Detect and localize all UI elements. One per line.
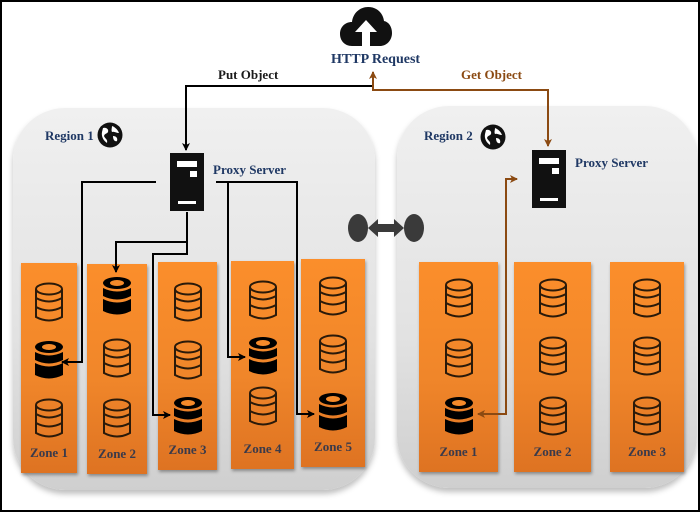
globe-icon — [97, 122, 123, 148]
zone-label: Zone 3 — [168, 442, 207, 457]
database-filled-icon — [319, 393, 347, 431]
zone-label: Zone 4 — [243, 441, 282, 456]
globe-icon — [480, 124, 506, 150]
zone-label: Zone 2 — [98, 446, 136, 461]
cloud-upload-icon — [340, 7, 392, 50]
zone-label: Zone 5 — [314, 439, 352, 454]
zone-label: Zone 1 — [439, 444, 478, 459]
database-icon — [633, 396, 661, 436]
database-filled-icon — [35, 341, 63, 379]
database-icon — [103, 338, 131, 378]
database-filled-icon — [173, 397, 202, 435]
database-filled-icon — [444, 397, 473, 435]
database-icon — [319, 334, 347, 374]
database-icon — [173, 282, 202, 322]
zone-label: Zone 2 — [533, 444, 572, 459]
database-filled-icon — [248, 337, 277, 375]
database-icon — [538, 336, 567, 376]
database-icon — [538, 278, 567, 318]
http-request-label: HTTP Request — [331, 52, 421, 67]
put-object-label: Put Object — [218, 67, 279, 82]
database-icon — [633, 278, 661, 318]
zone-label: Zone 3 — [628, 444, 666, 459]
proxy-server-label-region-2: Proxy Server — [575, 155, 649, 170]
database-icon — [444, 278, 473, 318]
proxy-server-icon-region-1 — [170, 153, 204, 211]
proxy-server-label-region-1: Proxy Server — [213, 162, 287, 177]
region-2-label: Region 2 — [424, 128, 473, 143]
database-filled-icon — [103, 277, 131, 315]
database-icon — [538, 396, 567, 436]
database-icon — [248, 386, 277, 426]
get-object-label: Get Object — [461, 67, 523, 82]
database-icon — [248, 280, 277, 320]
database-icon — [444, 338, 473, 378]
bidirectional-link-icon — [348, 214, 424, 242]
database-icon — [35, 398, 63, 438]
database-icon — [35, 282, 63, 322]
database-icon — [103, 398, 131, 438]
region-1-label: Region 1 — [45, 128, 94, 143]
zone-label: Zone 1 — [30, 445, 68, 460]
database-icon — [633, 336, 661, 376]
database-icon — [319, 276, 347, 316]
proxy-server-icon-region-2 — [532, 150, 566, 208]
database-icon — [173, 340, 202, 380]
